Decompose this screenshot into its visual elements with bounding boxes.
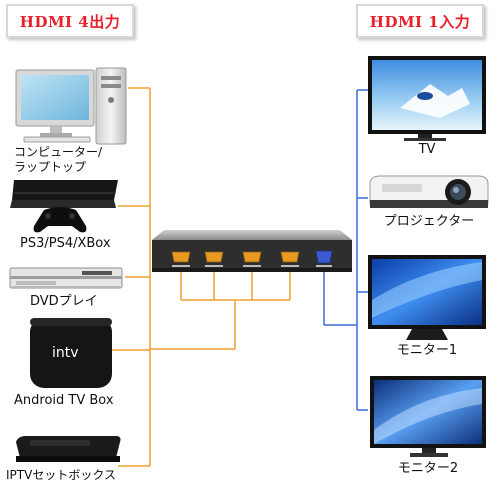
source-connections [112, 87, 291, 467]
monitor1-icon [368, 255, 486, 340]
hdmi-port-1 [171, 251, 191, 263]
tv-label: TV [418, 142, 436, 157]
console-label: PS3/PS4/XBox [20, 236, 111, 251]
output-header: HDMI 4出力 [6, 4, 134, 38]
monitor1-label: モニター1 [396, 343, 458, 358]
tv-icon [368, 56, 486, 141]
monitor2-label: モニター2 [397, 461, 459, 476]
hdmi-port-3 [242, 251, 262, 263]
android-tv-screen-text: intv [52, 345, 79, 361]
dvd-label: DVDプレイ [30, 294, 98, 309]
iptv-label: IPTVセットボックス [6, 468, 116, 482]
monitor2-icon [370, 376, 486, 457]
display-connections [323, 89, 368, 411]
hdmi-port-2 [204, 251, 224, 263]
vga-port [315, 250, 333, 264]
projector-icon [369, 175, 489, 208]
projector-label: プロジェクター [383, 214, 475, 229]
computer-label-line2: ラップトップ [14, 160, 87, 174]
computer-label: コンピューター/ ラップトップ [14, 145, 102, 175]
input-header: HDMI 1入力 [356, 4, 484, 38]
android-tv-label: Android TV Box [14, 393, 114, 408]
hdmi-port-4 [280, 251, 300, 263]
computer-label-line1: コンピューター/ [14, 145, 103, 159]
